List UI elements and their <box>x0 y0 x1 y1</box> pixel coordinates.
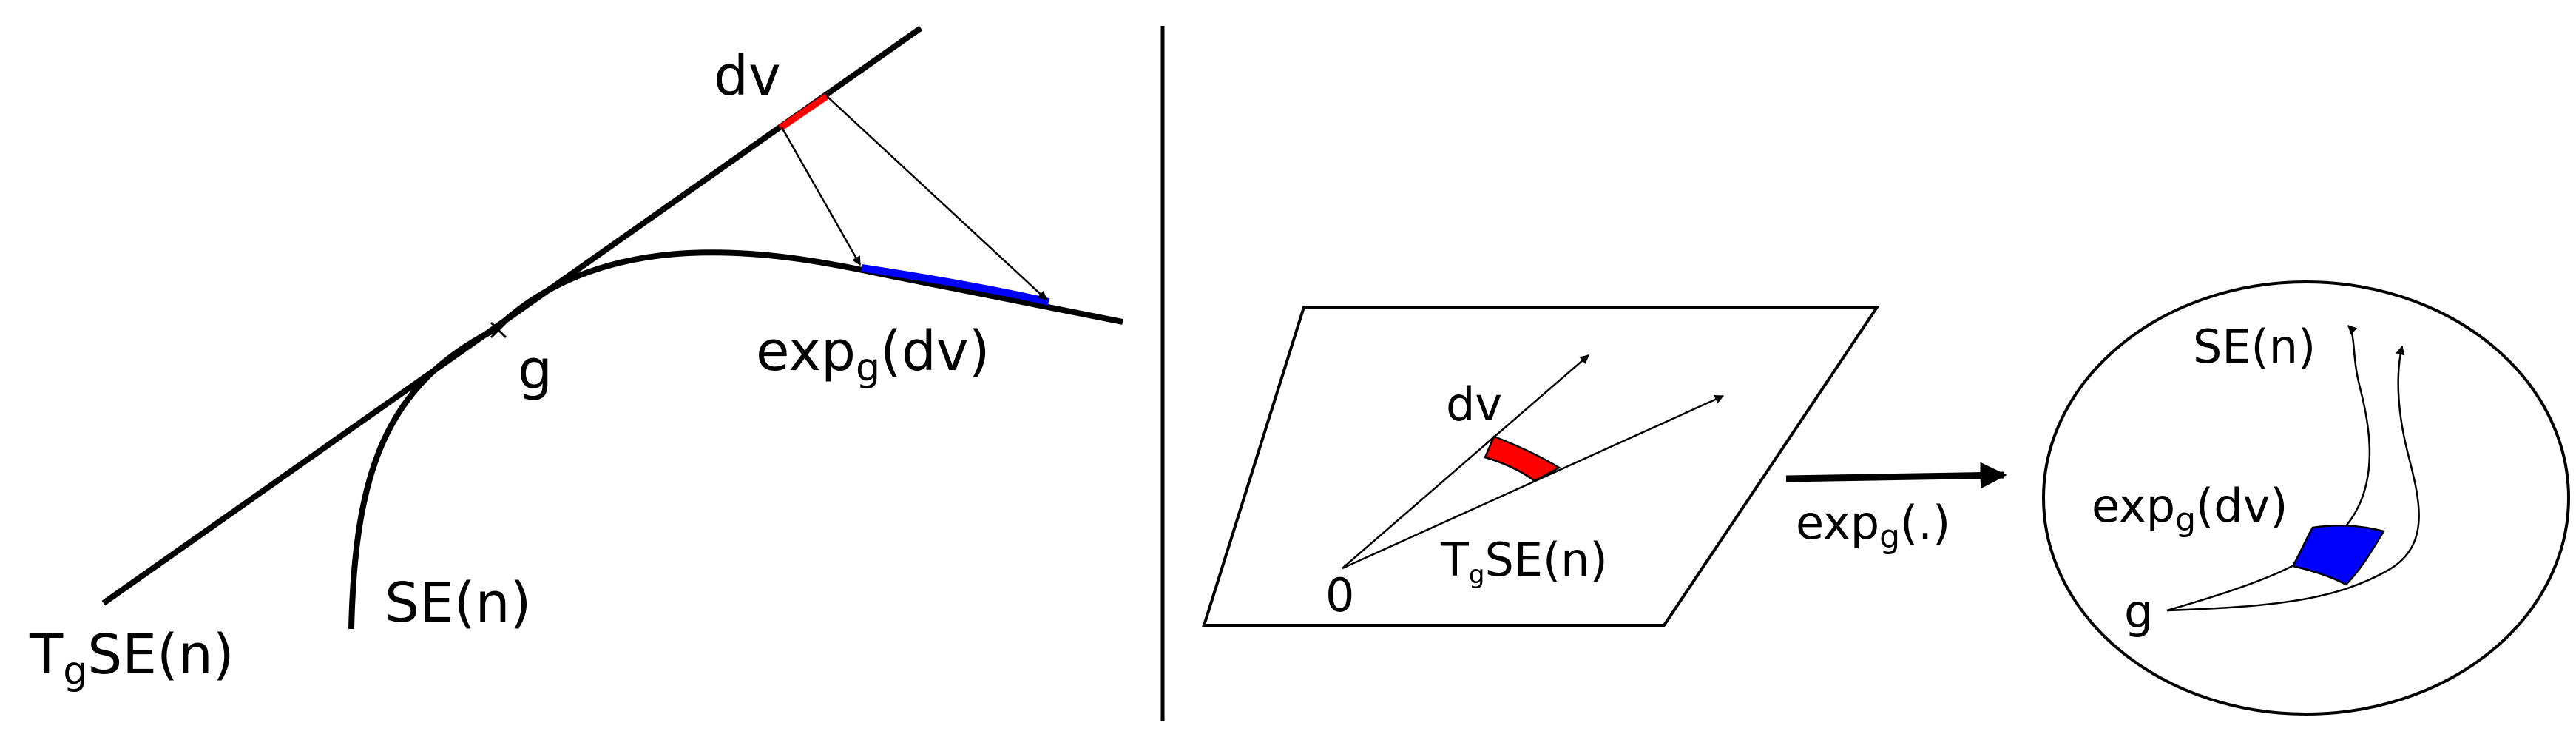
tangent-ray-2 <box>1342 394 1725 570</box>
projection-arrow-1 <box>780 127 862 266</box>
manifold-curve <box>348 249 1123 630</box>
label-exp-map: expg(.) <box>1796 496 1950 556</box>
projection-arrow-2 <box>826 95 1047 300</box>
manifold-ellipse <box>2042 280 2570 716</box>
tangent-sector-dv <box>1484 435 1561 482</box>
label-mapped-patch: expg(dv) <box>2092 479 2288 539</box>
label-origin: 0 <box>1325 568 1354 622</box>
tangency-point-marker <box>490 321 507 339</box>
tangent-ray-1 <box>1342 354 1589 569</box>
label-manifold-right: SE(n) <box>2193 320 2316 374</box>
left-panel: dv expg(dv) g SE(n) TgSE(n) <box>29 25 1123 693</box>
label-tangent-plane: TgSE(n) <box>1440 533 1608 590</box>
label-tangent-line: TgSE(n) <box>29 623 234 693</box>
label-point-g-right: g <box>2124 585 2153 639</box>
label-point-g: g <box>518 338 552 402</box>
mapped-segment <box>861 264 1050 306</box>
tangent-segment-dv <box>778 93 829 131</box>
right-panel: 0 dv TgSE(n) expg(.) SE(n) expg(dv) g <box>1202 280 2570 716</box>
exp-map-arrow <box>1785 462 2007 489</box>
mapped-patch <box>2291 525 2385 586</box>
label-mapped-segment: expg(dv) <box>756 320 990 390</box>
manifold-curve-2 <box>2166 345 2420 612</box>
label-manifold: SE(n) <box>385 571 531 635</box>
manifold-curve-1 <box>2166 325 2371 612</box>
label-dv: dv <box>714 44 781 108</box>
label-dv-right: dv <box>1446 377 1502 431</box>
tangent-plane <box>1202 306 1880 627</box>
